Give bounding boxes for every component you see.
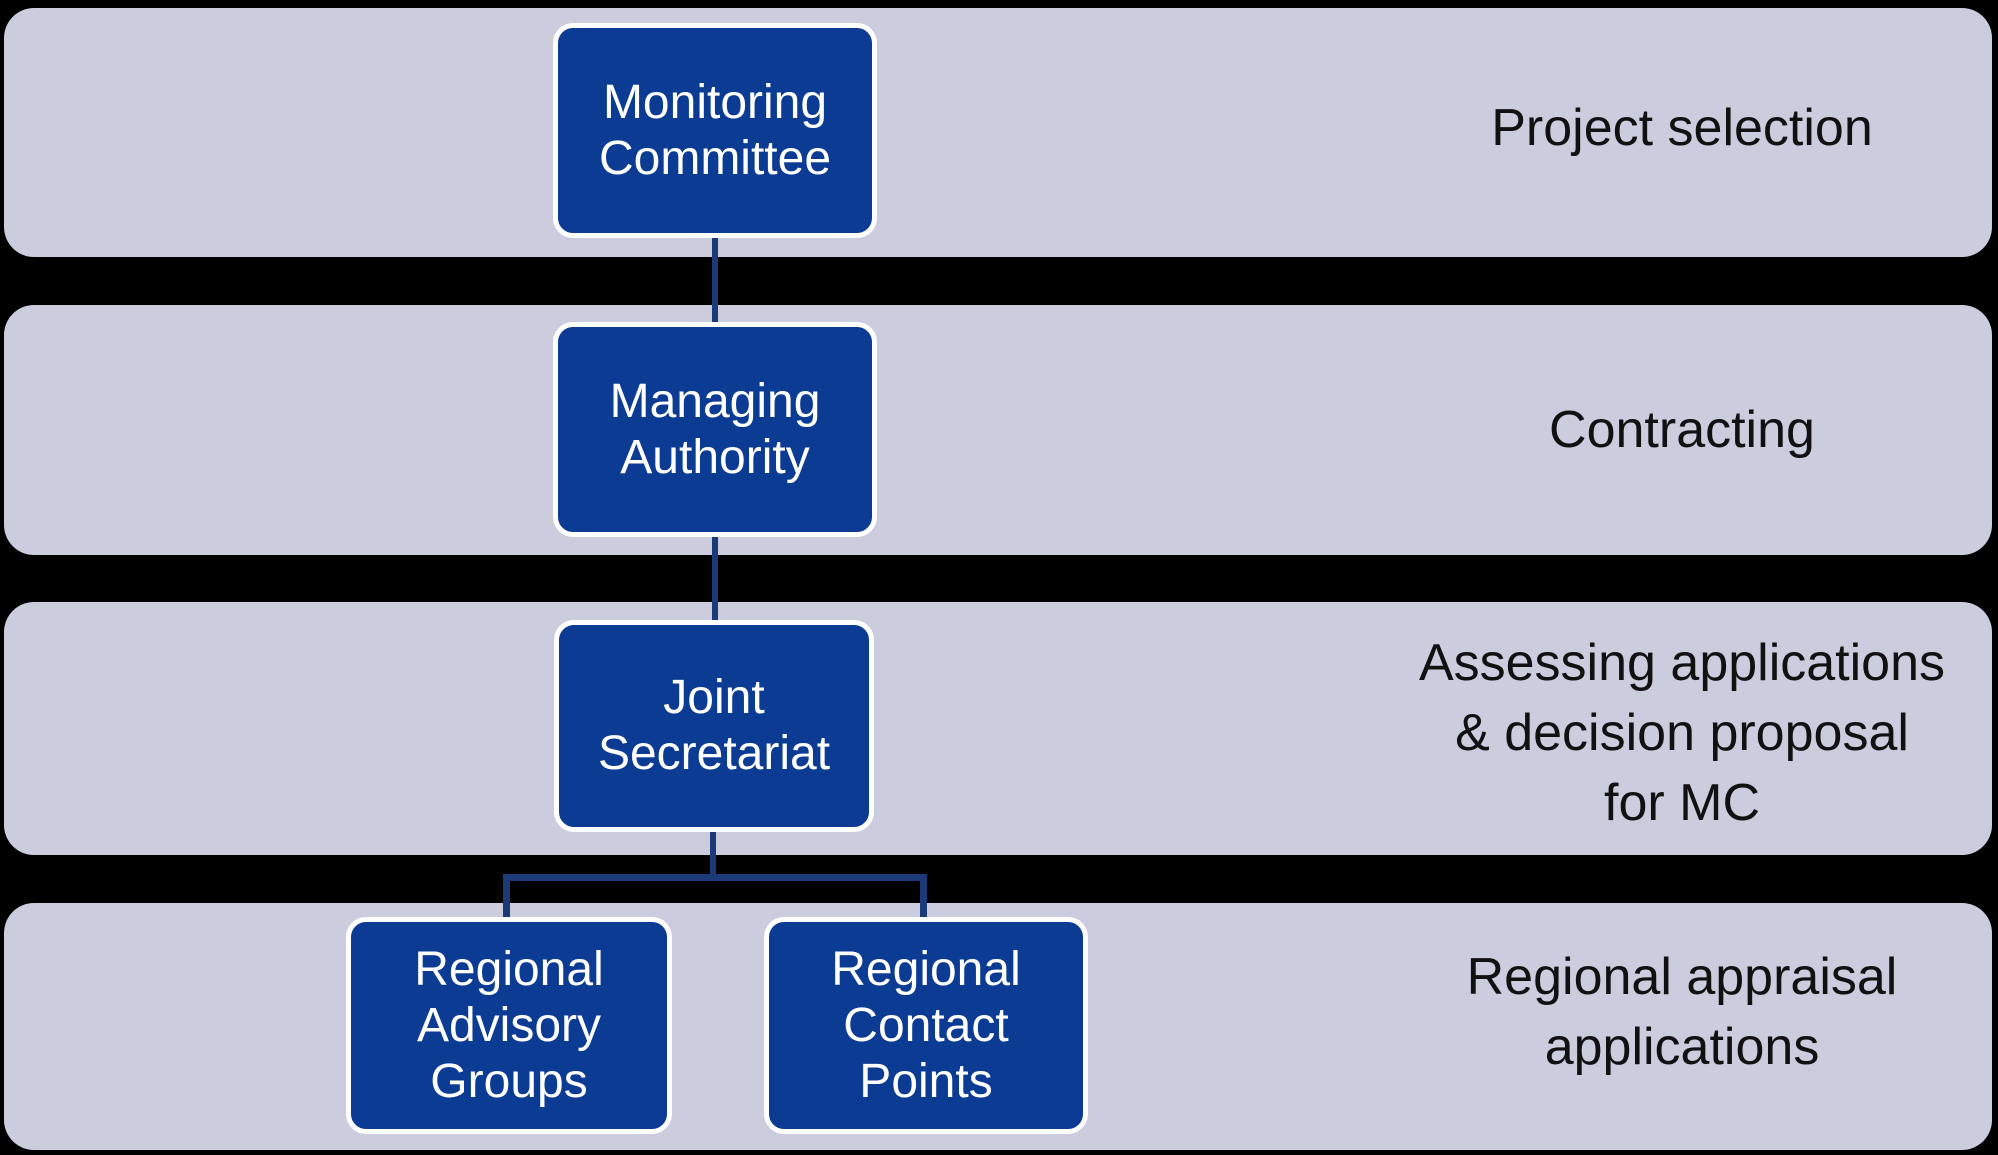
stage-label-regional-appraisal: Regional appraisal applications xyxy=(1466,948,1898,1076)
band-project-selection xyxy=(4,8,1992,257)
stage-label-assessing-applications: Assessing applications & decision propos… xyxy=(1418,634,1946,832)
node-joint-secretariat: Joint Secretariat xyxy=(554,620,874,832)
band-assessing-applications xyxy=(4,602,1992,855)
node-regional-advisory-groups: Regional Advisory Groups xyxy=(346,917,672,1134)
stage-label-contracting: Contracting xyxy=(1549,401,1815,459)
node-managing-authority: Managing Authority xyxy=(553,322,877,537)
connector-managing-authority-to-joint-secretariat xyxy=(712,537,718,620)
stage-label-project-selection: Project selection xyxy=(1491,99,1873,157)
node-regional-contact-points: Regional Contact Points xyxy=(764,917,1088,1134)
connector-monitoring-committee-to-managing-authority xyxy=(712,238,718,322)
connector-branch-bar xyxy=(503,874,927,881)
node-monitoring-committee: Monitoring Committee xyxy=(553,23,877,238)
band-contracting xyxy=(4,305,1992,555)
connector-branch-to-regional-contact-points xyxy=(920,874,927,918)
connector-joint-secretariat-stem xyxy=(710,832,716,881)
connector-branch-to-regional-advisory-groups xyxy=(503,874,510,918)
